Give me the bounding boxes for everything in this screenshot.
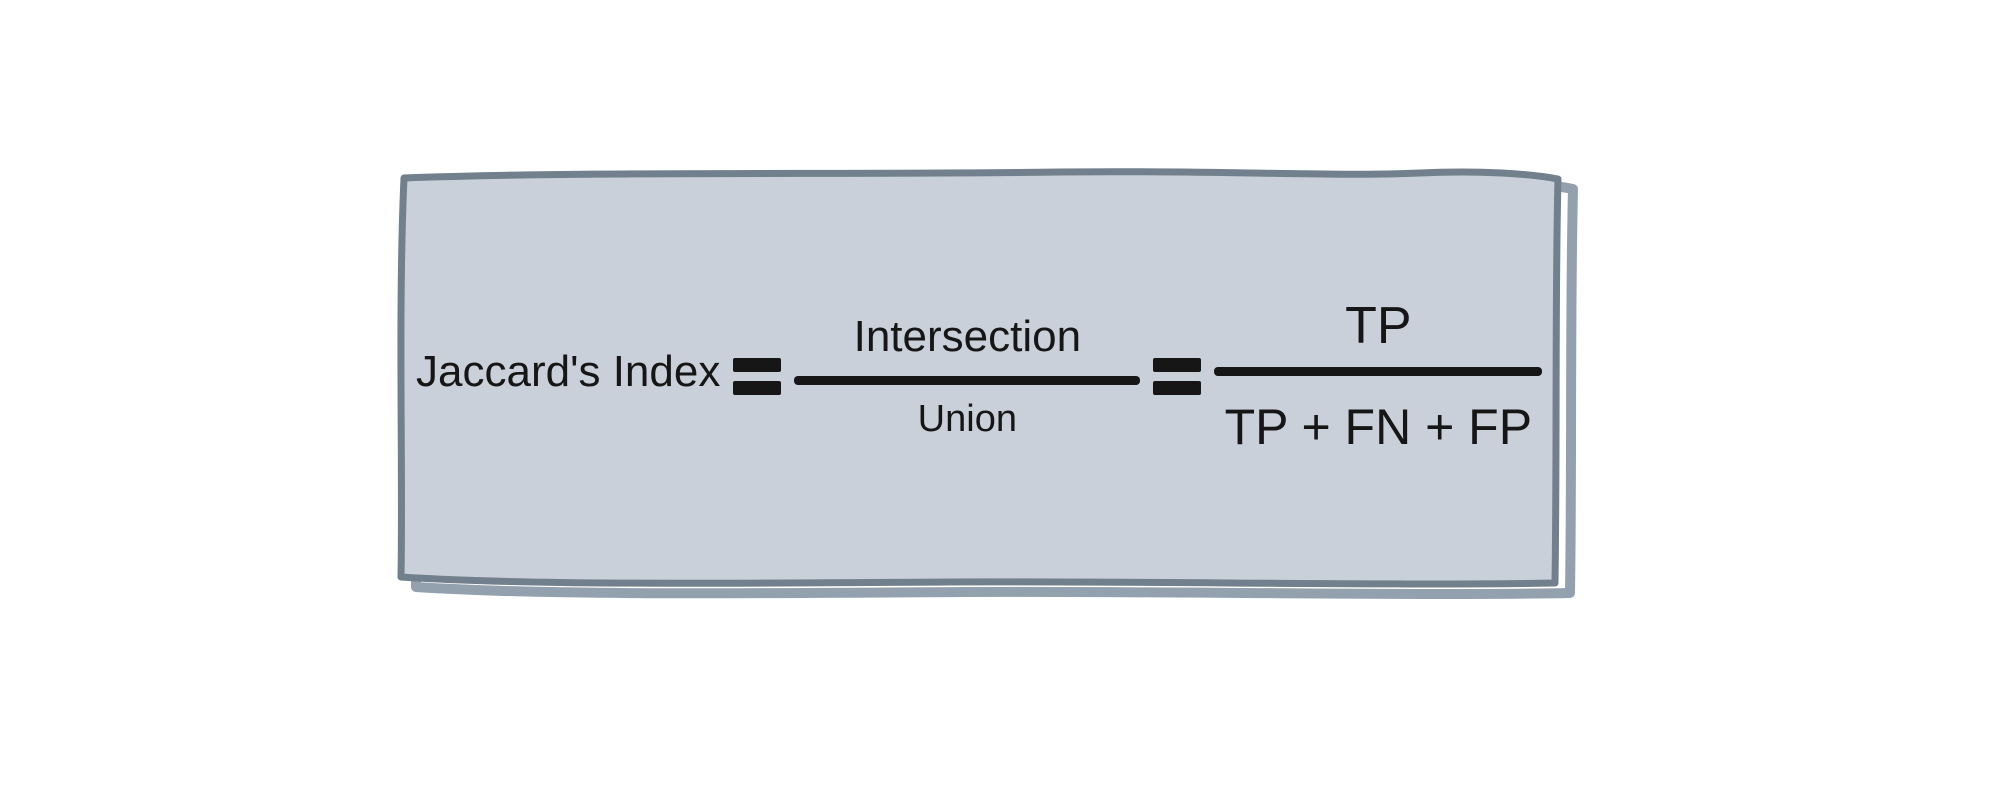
equals-icon — [733, 357, 782, 395]
fraction-bar — [1214, 367, 1543, 376]
fraction-tp: TP TP + FN + FP — [1214, 297, 1543, 455]
equals-bottom-bar — [1153, 380, 1202, 395]
equals-top-bar — [733, 357, 782, 372]
jaccard-formula: Jaccard's Index Intersection Union TP TP… — [416, 172, 1566, 580]
numerator-intersection: Intersection — [853, 311, 1082, 361]
equals-bottom-bar — [733, 380, 782, 395]
fraction-intersection-union: Intersection Union — [794, 311, 1141, 440]
fraction-bar — [794, 375, 1141, 385]
numerator-tp: TP — [1345, 297, 1412, 355]
equals-icon — [1153, 357, 1202, 395]
denominator-tp-fn-fp: TP + FN + FP — [1224, 399, 1533, 455]
equals-top-bar — [1153, 357, 1202, 372]
formula-label: Jaccard's Index — [416, 347, 721, 396]
denominator-union: Union — [917, 397, 1017, 440]
